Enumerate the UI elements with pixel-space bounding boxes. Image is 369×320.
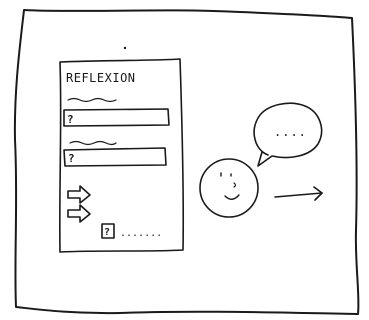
field-1-mark: ? [67,113,74,126]
input-field-2[interactable] [64,148,166,166]
input-field-1[interactable] [64,109,169,126]
checkbox-mark: ? [104,227,110,238]
long-arrow-right-icon [275,193,322,197]
label-squiggle-2 [70,142,116,145]
smiley-nose [234,183,236,187]
outer-frame [15,10,359,314]
smiley-face-icon [200,159,258,217]
arrow-right-icon-2[interactable] [68,205,90,222]
label-squiggle-1 [68,99,116,102]
smiley-mouth [225,195,239,199]
speech-text: .... [274,125,307,139]
stray-dot [124,47,126,49]
form-title: REFLEXION [66,71,136,85]
arrow-right-icon[interactable] [68,186,90,203]
trail-dots: ....... [120,228,162,239]
field-2-mark: ? [68,152,75,165]
